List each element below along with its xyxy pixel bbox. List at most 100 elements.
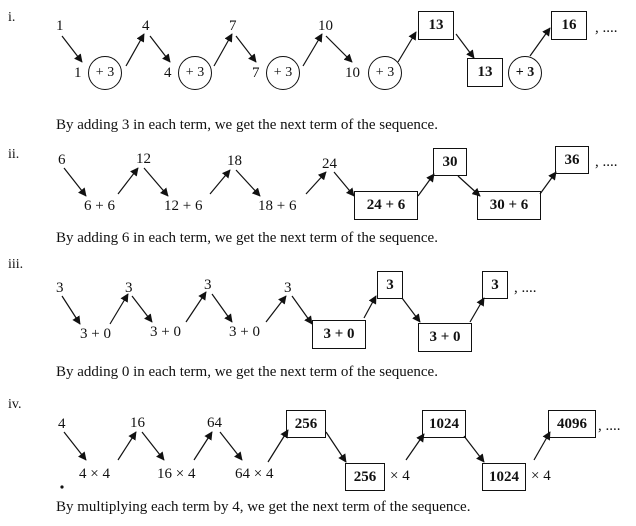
term-iii-2: 3 [125,280,133,296]
arrow-i-up-2 [213,33,233,67]
arrow-i-down-4 [325,35,353,63]
caption-iii: By adding 0 in each term, we get the nex… [56,364,438,380]
op-iv-3: 64 × 4 [235,466,274,482]
arrow-iii-up-2 [185,291,207,323]
arrow-ii-down-1 [63,167,87,197]
arrow-iii-down-1 [61,295,81,325]
term-i-3: 7 [229,18,237,34]
answer-box-iv-op4: 256 [345,463,385,491]
arrow-ii-up-2 [209,169,231,195]
section-label-iv: iv. [8,397,22,412]
answer-box-iii-6: 3 [482,271,508,299]
arrow-i-down-5 [455,33,475,59]
answer-box-iii-op4: 3 + 0 [312,320,366,349]
op-circle-i-3: + 3 [266,56,300,90]
arrow-i-down-1 [61,35,83,63]
op-circle-i-5: + 3 [508,56,542,90]
op-ii-1: 6 + 6 [84,198,115,214]
op-circle-i-2: + 3 [178,56,212,90]
arrow-iv-down-3 [219,431,243,461]
op-iv-1: 4 × 4 [79,466,110,482]
answer-box-ii-op5: 30 + 6 [477,191,541,220]
op-circle-i-4: + 3 [368,56,402,90]
op-iii-1: 3 + 0 [80,326,111,342]
arrow-iii-up-3 [265,295,287,323]
term-ii-1: 6 [58,152,66,168]
arrow-i-up-1 [125,33,145,67]
answer-box-iv-op5: 1024 [482,463,526,491]
arrow-i-up-3 [302,33,323,67]
op-iv-2: 16 × 4 [157,466,196,482]
arrow-iii-up-5 [469,297,485,323]
arrow-i-down-2 [149,35,171,63]
sequence-tail-iii: , .... [514,280,537,296]
sequence-tail-ii: , .... [595,154,618,170]
op-left-i-2: 4 [164,65,172,81]
arrow-ii-down-5 [457,175,481,197]
term-i-1: 1 [56,18,64,34]
arrow-ii-down-4 [333,171,355,197]
arrow-ii-up-1 [117,167,139,195]
answer-box-i-op5: 13 [467,58,503,87]
op-circle-i-1: + 3 [88,56,122,90]
caption-i: By adding 3 in each term, we get the nex… [56,117,438,133]
answer-box-i-6: 16 [551,11,587,40]
section-label-i: i. [8,10,16,25]
arrow-ii-down-2 [143,167,169,197]
term-ii-2: 12 [136,151,151,167]
arrow-ii-up-5 [539,171,557,195]
op-left-i-3: 7 [252,65,260,81]
caption-iv: By multiplying each term by 4, we get th… [56,499,471,515]
op-ii-2: 12 + 6 [164,198,203,214]
arrow-iv-down-4 [325,431,347,463]
term-i-2: 4 [142,18,150,34]
arrow-iv-up-1 [117,431,137,461]
term-ii-3: 18 [227,153,242,169]
arrow-iv-up-4 [405,433,425,461]
op-iii-3: 3 + 0 [229,324,260,340]
sequence-tail-iv: , .... [598,418,621,434]
arrow-i-up-4 [397,31,417,63]
term-iii-3: 3 [204,277,212,293]
arrow-iv-up-3 [267,429,289,463]
sequence-tail-i: , .... [595,20,618,36]
answer-box-iii-op5: 3 + 0 [418,323,472,352]
answer-box-iv-6: 4096 [548,410,596,438]
mult-iv-5: × 4 [531,468,551,484]
arrow-iii-up-1 [109,293,129,325]
arrow-iv-down-1 [63,431,87,461]
arrow-ii-up-3 [305,171,327,195]
section-label-iii: iii. [8,257,24,272]
term-iii-4: 3 [284,280,292,296]
section-label-ii: ii. [8,147,20,162]
op-iii-2: 3 + 0 [150,324,181,340]
arrow-ii-down-3 [235,169,261,197]
mult-iv-4: × 4 [390,468,410,484]
answer-box-ii-6: 36 [555,146,589,174]
arrow-iii-down-4 [291,295,313,325]
answer-box-iii-5: 3 [377,271,403,299]
op-ii-3: 18 + 6 [258,198,297,214]
answer-box-iv-4: 256 [286,410,326,438]
term-iii-1: 3 [56,280,64,296]
arrow-iii-up-4 [363,295,377,319]
answer-box-ii-op4: 24 + 6 [354,191,418,220]
arrow-iv-up-5 [533,431,551,461]
stray-dot [60,485,64,489]
op-left-i-4: 10 [345,65,360,81]
answer-box-i-5: 13 [418,11,454,40]
arrow-iii-down-3 [211,293,233,323]
arrow-iii-down-2 [131,295,153,323]
arrow-iii-down-5 [401,297,421,323]
arrow-ii-up-4 [417,173,435,197]
term-iv-3: 64 [207,415,222,431]
term-ii-4: 24 [322,156,337,172]
arrow-iv-down-2 [141,431,165,461]
arrow-iv-up-2 [193,431,213,461]
term-iv-2: 16 [130,415,145,431]
op-left-i-1: 1 [74,65,82,81]
arrow-i-down-3 [235,35,257,63]
term-iv-1: 4 [58,416,66,432]
